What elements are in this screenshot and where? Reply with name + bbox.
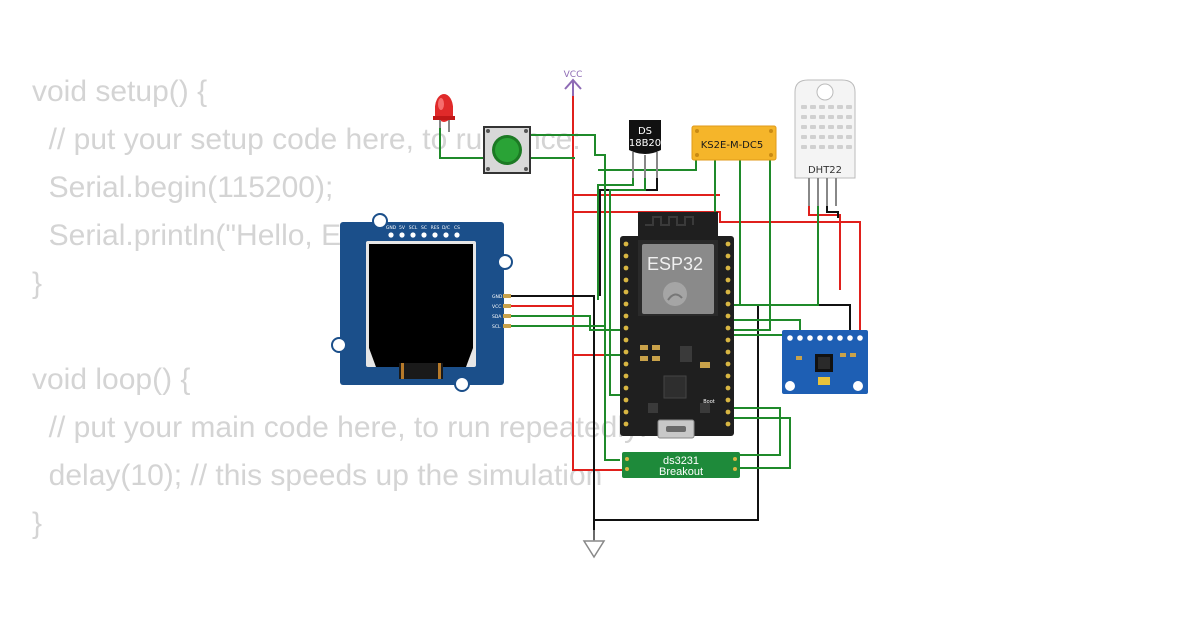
- rtc-label-line2: Breakout: [659, 466, 703, 478]
- gnd-symbol[interactable]: [582, 530, 606, 559]
- oled-pin-label: SC: [421, 225, 427, 231]
- oled-side-pin-label: GND: [492, 294, 503, 300]
- esp32-devkit[interactable]: ESP32 Boot: [620, 212, 734, 439]
- wire-green: [507, 325, 627, 356]
- wire-green: [728, 319, 801, 330]
- oled-side-pin-label: VCC: [492, 304, 501, 310]
- oled-pin-label: SCL: [409, 225, 418, 231]
- relay-label: KS2E-M-DC5: [701, 140, 763, 151]
- wire-red: [808, 205, 841, 290]
- ds18b20-sensor[interactable]: DS 18B20: [629, 120, 661, 178]
- relay-module[interactable]: KS2E-M-DC5: [691, 125, 777, 161]
- code-line: }: [32, 267, 43, 300]
- oled-side-pin-label: SCL: [492, 324, 501, 330]
- oled-display-module[interactable]: GND 5V SCL SC RES D/C CS GND VCC SDA SCL: [331, 213, 513, 392]
- rtc-label-line1: ds3231: [663, 455, 699, 467]
- ds3231-rtc-module[interactable]: ds3231 Breakout: [622, 452, 740, 478]
- oled-pin-label: 5V: [399, 225, 406, 231]
- code-line: delay(10); // this speeds up the simulat…: [32, 459, 603, 492]
- oled-pin-label: D/C: [442, 225, 450, 231]
- code-line: void setup() {: [32, 75, 208, 108]
- wire-red: [572, 92, 622, 471]
- mpu6050-module[interactable]: [782, 330, 868, 394]
- wire-green: [609, 177, 646, 396]
- wire-green: [728, 205, 819, 306]
- wire-green: [728, 407, 781, 456]
- code-line: }: [32, 507, 43, 540]
- wire-green: [530, 134, 620, 461]
- wire-green: [728, 160, 771, 331]
- dht22-sensor[interactable]: DHT22: [794, 79, 856, 206]
- boot-button-label: Boot: [703, 399, 715, 405]
- oled-pin-label: RES: [431, 225, 440, 231]
- oled-pin-label: CS: [454, 225, 460, 231]
- vcc-label: VCC: [564, 70, 583, 80]
- wire-green: [598, 155, 697, 171]
- wire-black: [507, 295, 595, 540]
- wire-green: [597, 177, 634, 300]
- code-line: // put your setup code here, to run once…: [32, 123, 581, 156]
- code-line: Serial.begin(115200);: [32, 171, 334, 204]
- red-led[interactable]: [433, 94, 455, 132]
- code-line: void loop() {: [32, 363, 191, 396]
- oled-side-pin-label: SDA: [492, 314, 502, 320]
- wire-green: [439, 125, 500, 159]
- ds18b20-label-line1: DS: [638, 126, 652, 137]
- push-button[interactable]: [483, 126, 531, 174]
- wire-black: [826, 205, 839, 218]
- vcc-symbol[interactable]: VCC: [564, 70, 583, 96]
- wire-green: [728, 417, 791, 469]
- esp32-label: ESP32: [647, 254, 703, 274]
- dht22-label: DHT22: [808, 165, 842, 176]
- wire-green: [507, 315, 627, 331]
- ds18b20-label-line2: 18B20: [629, 138, 661, 149]
- oled-pin-label: GND: [386, 225, 397, 231]
